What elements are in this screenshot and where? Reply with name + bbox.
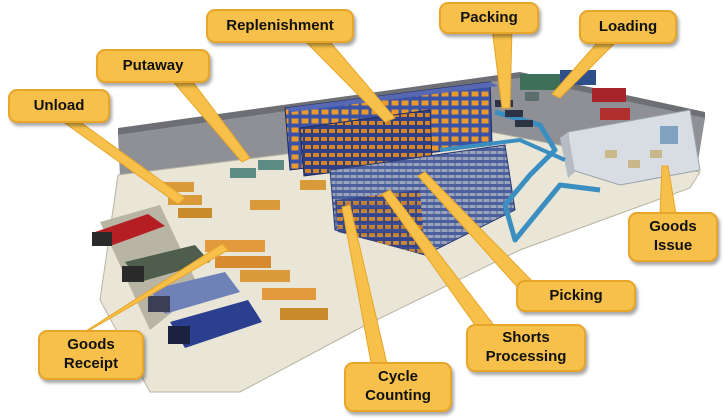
callout-loading: Loading bbox=[579, 10, 677, 44]
callout-putaway: Putaway bbox=[96, 49, 210, 83]
callout-goods-issue: Goods Issue bbox=[628, 212, 718, 262]
goods-issue-wall bbox=[560, 132, 575, 178]
callout-packing: Packing bbox=[439, 2, 539, 34]
receiving-pallets bbox=[160, 160, 328, 320]
callout-cycle-counting: Cycle Counting bbox=[344, 362, 452, 412]
high-bay-rack-top bbox=[285, 82, 498, 112]
callout-leaders bbox=[53, 27, 677, 369]
inbound-trucks bbox=[92, 214, 262, 348]
conveyor-line-2 bbox=[439, 137, 566, 162]
goods-issue-boxes bbox=[605, 126, 678, 168]
conveyor-line bbox=[494, 109, 601, 243]
callout-replenishment: Replenishment bbox=[206, 9, 354, 43]
callout-unload: Unload bbox=[8, 89, 110, 123]
callout-goods-receipt: Goods Receipt bbox=[38, 330, 144, 380]
callout-shorts-processing: Shorts Processing bbox=[466, 324, 586, 372]
callout-picking: Picking bbox=[516, 280, 636, 312]
